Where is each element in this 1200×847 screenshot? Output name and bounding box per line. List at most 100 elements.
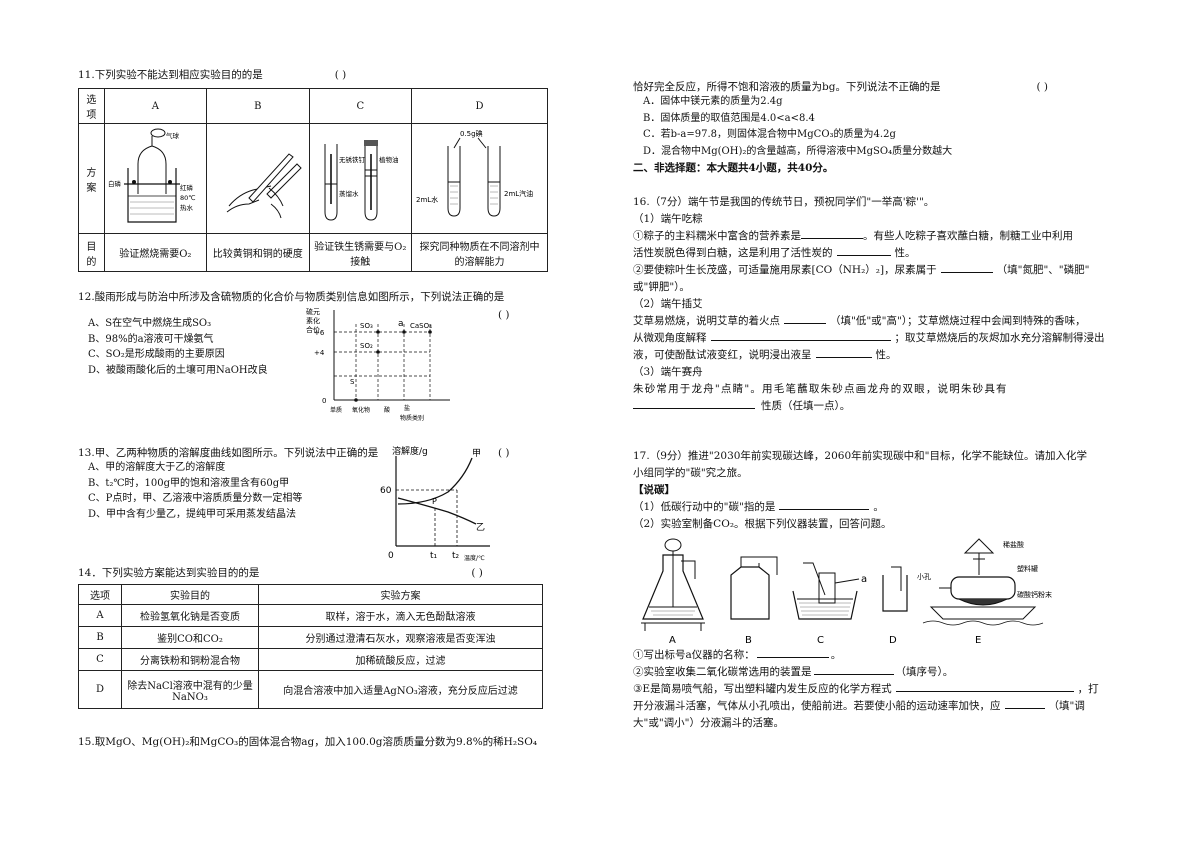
apparatus-label-acid: 稀盐酸: [1003, 540, 1024, 549]
q11-goal-a: 验证燃烧需要O₂: [103, 233, 208, 273]
q16-line7b: 性。: [875, 349, 897, 361]
q14-header-option: 选项: [78, 584, 122, 606]
test-tubes-nails-figure: 无锈铁钉 植物油 蒸馏水: [324, 140, 399, 221]
q12-ylabel-2: 素化: [306, 316, 320, 325]
q16-blank-adsorption[interactable]: [836, 245, 891, 256]
q15-option-a: A．固体中镁元素的质量为2.4g: [643, 96, 783, 108]
q14-row-c-goal: 分离铁粉和铜粉混合物: [121, 648, 259, 672]
q13-stem: 13.甲、乙两种物质的溶解度曲线如图所示。下列说法中正确的是: [78, 447, 379, 459]
q15-option-b: B．固体质量的取值范围是4.0<a<8.4: [643, 112, 815, 124]
q16-blank-nutrient[interactable]: [801, 228, 863, 239]
q17-section: 【说碳】: [633, 484, 675, 496]
q11-header-b: B: [206, 88, 310, 125]
q12-ylabel-3: 合价: [306, 325, 320, 334]
apparatus-label-hole: 小孔: [917, 572, 931, 581]
q16-sub2: （2）端午插艾: [633, 298, 703, 310]
q12-paren: ( ): [498, 309, 510, 322]
table-row: A 检验氢氧化钠是否变质 取样，溶于水，滴入无色酚酞溶液: [78, 604, 543, 628]
q13-t1: t₁: [430, 551, 438, 561]
q12-option-a: A、S在空气中燃烧生成SO₃: [88, 318, 212, 330]
q17-i4b: （填"调: [1048, 700, 1085, 712]
q11-goal-label: 目的: [78, 233, 105, 273]
q13-t2: t₂: [452, 551, 460, 561]
question-16: 16.（7分）端午节是我国的传统节日，预祝同学们"一举高'粽'"。 （1）端午吃…: [633, 194, 1125, 415]
apparatus-letter-a: A: [669, 635, 676, 646]
q12-option-d: D、被酸雨酸化后的土壤可用NaOH改良: [88, 364, 268, 376]
q15-option-c: C．若b-a=97.8，则固体混合物中MgCO₃的质量为4.2g: [643, 129, 896, 141]
q14-paren: ( ): [471, 567, 483, 579]
q16-line2a: 活性炭脱色得到白糖，这是利用了活性炭的: [633, 247, 833, 259]
q17-blank-equation[interactable]: [895, 681, 1074, 692]
q16-line5b: （填"低"或"高"）；艾草燃烧过程中会闻到特殊的香味，: [830, 315, 1086, 327]
q13-yi: 乙: [476, 522, 485, 533]
q17-i2b: （填序号）。: [895, 666, 954, 678]
q16-line6a: 从微观角度解释: [633, 332, 707, 344]
apparatus-letter-d: D: [889, 635, 897, 646]
q17-blank-carbon[interactable]: [779, 499, 870, 510]
q14-row-c-plan: 加稀硫酸反应，过滤: [258, 648, 543, 672]
q11-label-iodine: 0.5g碘: [460, 129, 483, 138]
q11-label-white-p: 白磷: [108, 179, 122, 188]
q17-line2: 小组同学的"碳"究之旅。: [633, 467, 748, 479]
table-row: C 分离铁粉和铜粉混合物 加稀硫酸反应，过滤: [78, 648, 543, 672]
q13-zero: 0: [388, 551, 394, 561]
q16-blank-property[interactable]: [633, 398, 755, 409]
q17-i4: 开分液漏斗活塞，气体从小孔喷出，使船前进。若要使小船的运动速率加快，应: [633, 700, 1001, 712]
q11-label-nail: 无锈铁钉: [339, 155, 366, 164]
q11-paren: ( ): [334, 69, 347, 81]
apparatus-e: 稀盐酸 塑料罐 小孔 碳酸钙粉末 E: [917, 538, 1052, 646]
q17-i1a: ①写出标号a仪器的名称：: [633, 649, 755, 661]
q12-xlabel: 物质类别: [400, 414, 424, 422]
q11-label-gasoline: 2mL汽油: [504, 189, 533, 198]
q17-blank-device[interactable]: [813, 664, 894, 675]
q17-blank-adjust[interactable]: [1004, 698, 1045, 709]
iodine-tubes-figure: 0.5g碘 2mL水 2mL汽油: [416, 129, 533, 217]
q12-ytick-4: +4: [314, 349, 325, 357]
q15-stem-2: 恰好完全反应，所得不饱和溶液的质量为bg。下列说法不正确的是: [633, 81, 941, 93]
q11-stem: 11.下列实验不能达到相应实验目的的是: [78, 69, 263, 81]
q13-y60: 60: [380, 486, 392, 496]
q11-goal-d: 探究同种物质在不同溶剂中的溶解能力: [411, 233, 548, 273]
q16-blank-micro[interactable]: [710, 330, 891, 341]
question-15-continued: 恰好完全反应，所得不饱和溶液的质量为bg。下列说法不正确的是( ) A．固体中镁…: [633, 80, 1125, 177]
q16-blank-ignition[interactable]: [784, 313, 826, 324]
q16-line5a: 艾草易燃烧，说明艾草的着火点: [633, 315, 780, 327]
q11-header-c: C: [308, 88, 413, 125]
q12-xtick-acid: 酸: [384, 406, 390, 414]
apparatus-d: D: [882, 566, 908, 646]
q12-point-caso4: CaSO₄: [410, 322, 432, 330]
q13-option-b: B、t₂℃时，100g甲的饱和溶液里含有60g甲: [88, 477, 290, 489]
sulfur-valence-chart: 硫元 素化 合价 +6 +4 0 SO₃ a CaSO₄: [306, 307, 450, 422]
solubility-chart: 溶解度/g 60 0 t₁ t₂ 温度/℃ P 甲 乙: [380, 445, 490, 562]
q11-goal-c: 验证铁生锈需要与O₂接触: [308, 233, 413, 273]
q17-line1: 17.（9分）推进"2030年前实现碳达峰，2060年前实现碳中和"目标，化学不…: [633, 450, 1087, 462]
question-11: 11.下列实验不能达到相应实验目的的是( ) 选项 A B C D 方案: [78, 68, 548, 273]
q15-option-d: D．混合物中Mg(OH)₂的含量越高，所得溶液中MgSO₄质量分数越大: [643, 145, 953, 157]
q11-label-balloon: 气球: [166, 131, 180, 140]
q13-paren: ( ): [498, 447, 510, 459]
q11-header-d: D: [411, 88, 548, 125]
q12-option-b: B、98%的a溶液可干燥氨气: [88, 333, 214, 345]
q16-line2b: 性。: [894, 247, 916, 259]
q11-label-water: 蒸馏水: [339, 189, 359, 198]
q13-option-c: C、P点时，甲、乙溶液中溶质质量分数一定相等: [88, 493, 303, 504]
q11-label-red-p: 红磷: [180, 183, 194, 192]
q16-blank-ph[interactable]: [815, 347, 872, 358]
q12-point-a: a: [398, 319, 404, 329]
q11-plan-d: 0.5g碘 2mL水 2mL汽油: [411, 123, 548, 235]
q11-header-option: 选项: [78, 88, 105, 125]
apparatus-a: A: [641, 538, 705, 646]
q12-point-s: S: [350, 378, 355, 386]
q17-blank-instrument[interactable]: [756, 647, 829, 658]
q17-i2a: ②实验室收集二氧化碳常选用的装置是: [633, 666, 812, 678]
q13-jia: 甲: [472, 448, 481, 459]
q16-blank-fertilizer[interactable]: [940, 262, 993, 273]
q14-row-d-option: D: [78, 670, 122, 710]
q11-label-water-2ml: 2mL水: [416, 195, 438, 204]
q16-line8: 朱砂常用于龙舟"点睛"。用毛笔蘸取朱砂点画龙舟的双眼，说明朱砂具有: [633, 383, 1008, 395]
q16-line7a: 液，可使酚酞试液变红，说明浸出液呈: [633, 349, 812, 361]
q11-label-hot-water: 热水: [180, 203, 194, 212]
q12-point-so2: SO₂: [360, 342, 373, 350]
apparatus-label-caco3: 碳酸钙粉末: [1017, 590, 1052, 599]
q16-line4: 或"钾肥"）。: [633, 281, 690, 293]
